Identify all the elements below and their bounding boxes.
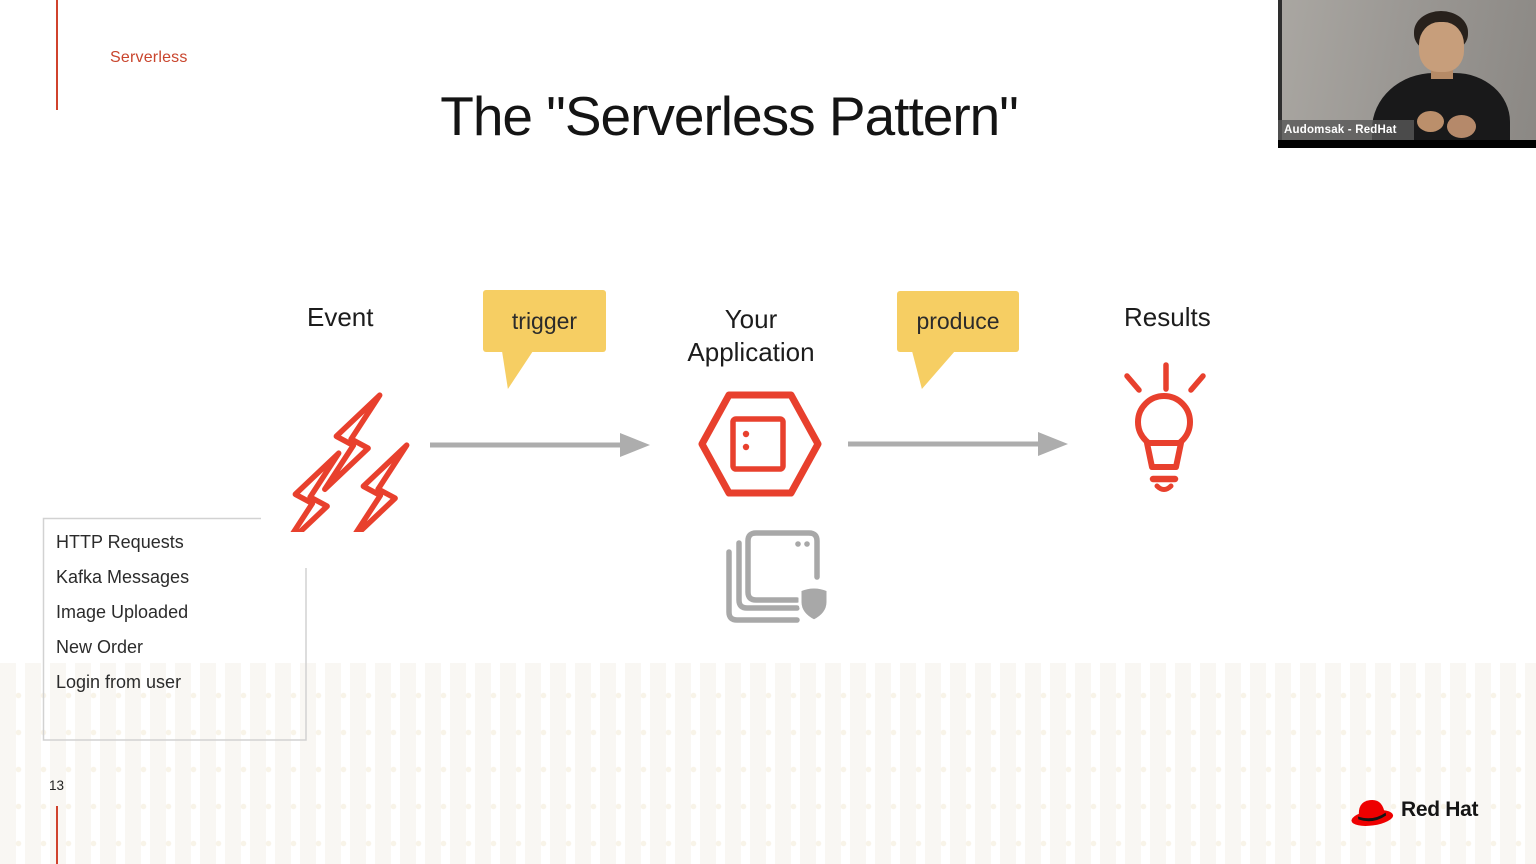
list-item: Image Uploaded <box>56 602 189 622</box>
produce-arrow-icon <box>848 432 1068 456</box>
application-node-label: Your Application <box>687 304 815 367</box>
webcam-bottom-bar <box>1278 140 1536 148</box>
produce-bubble: produce <box>897 291 1019 352</box>
page-number: 13 <box>49 778 65 793</box>
list-item: Login from user <box>56 672 182 692</box>
trigger-bubble-tail <box>502 351 533 389</box>
redhat-logo-text: Red Hat <box>1401 798 1479 821</box>
list-item: HTTP Requests <box>56 532 184 552</box>
speaker-hand <box>1417 111 1444 132</box>
bottom-left-accent-line <box>56 806 58 864</box>
trigger-bubble-label: trigger <box>511 307 578 334</box>
list-item: New Order <box>56 637 144 657</box>
top-left-accent-line <box>56 0 58 110</box>
slide-background-texture <box>0 663 1536 864</box>
trigger-bubble: trigger <box>483 290 606 352</box>
lightbulb-icon <box>1124 362 1206 492</box>
redhat-logo: Red Hat <box>1350 792 1479 828</box>
list-item: Kafka Messages <box>56 567 190 587</box>
speaker-hand <box>1447 115 1476 138</box>
produce-bubble-label: produce <box>916 308 1000 334</box>
trigger-arrow-icon <box>430 433 650 457</box>
produce-bubble-tail <box>912 351 955 389</box>
event-examples-list: HTTP Requests Kafka Messages Image Uploa… <box>56 529 189 704</box>
lightning-bolts-icon <box>288 386 414 532</box>
container-stack-shield-icon <box>726 530 830 623</box>
red-fedora-icon <box>1351 799 1394 826</box>
webcam-left-edge <box>1278 0 1282 148</box>
event-examples-box-border <box>42 517 307 741</box>
event-node-label: Event <box>307 302 374 332</box>
hexagon-app-icon <box>698 391 822 497</box>
webcam-overlay: Audomsak - RedHat <box>1278 0 1536 148</box>
section-eyebrow: Serverless <box>110 49 188 66</box>
slide-title: The "Serverless Pattern" <box>440 85 1019 147</box>
speaker-face <box>1419 22 1464 72</box>
results-node-label: Results <box>1124 302 1211 332</box>
webcam-name-caption: Audomsak - RedHat <box>1278 120 1414 140</box>
